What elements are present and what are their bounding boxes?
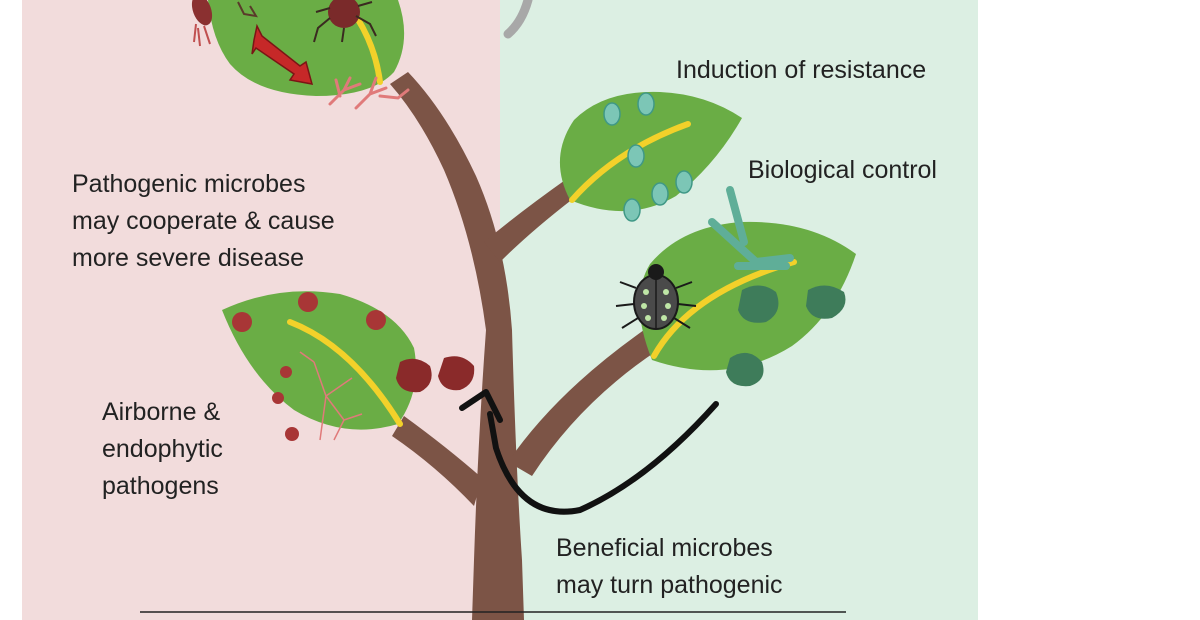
label-airborne-line-3: pathogens <box>102 472 219 500</box>
label-induction: Induction of resistance <box>676 56 927 84</box>
bidirectional-arrow-icon <box>251 23 314 85</box>
label-airborne-line-2: endophytic <box>102 435 223 463</box>
label-beneficial-line-2: may turn pathogenic <box>556 571 783 599</box>
plant-stem <box>390 72 658 620</box>
leaf-biocontrol <box>615 186 856 387</box>
dark-pathogen-blobs <box>726 285 846 387</box>
leaf-induction <box>559 91 742 222</box>
ladybird-beetle-icon <box>615 264 697 330</box>
beneficial-filaments <box>708 186 794 270</box>
beneficial-microbes-induction <box>603 92 693 222</box>
label-airborne-line-1: Airborne & <box>102 398 221 426</box>
label-cooperate-line-2: may cooperate & cause <box>72 207 335 235</box>
label-cooperate-line-3: more severe disease <box>72 244 305 272</box>
red-hyphae <box>299 351 363 441</box>
label-beneficial: Beneficial microbes may turn pathogenic <box>556 530 783 604</box>
label-beneficial-line-1: Beneficial microbes <box>556 534 773 562</box>
curved-arrow-icon <box>459 389 719 515</box>
label-cooperate: Pathogenic microbes may cooperate & caus… <box>72 166 335 277</box>
pathogen-insect-top <box>313 0 377 43</box>
worm-icon <box>503 0 533 39</box>
leaf-airborne <box>222 291 475 441</box>
label-cooperate-line-1: Pathogenic microbes <box>72 170 306 198</box>
red-fungus-top <box>328 76 410 110</box>
label-airborne: Airborne & endophytic pathogens <box>102 394 223 505</box>
leaf-top-infected <box>191 0 410 110</box>
pathogen-microbes-leaf <box>232 292 386 441</box>
brown-insect-topleft <box>191 0 258 47</box>
dark-red-blobs <box>396 356 475 393</box>
label-biocontrol: Biological control <box>748 156 937 184</box>
